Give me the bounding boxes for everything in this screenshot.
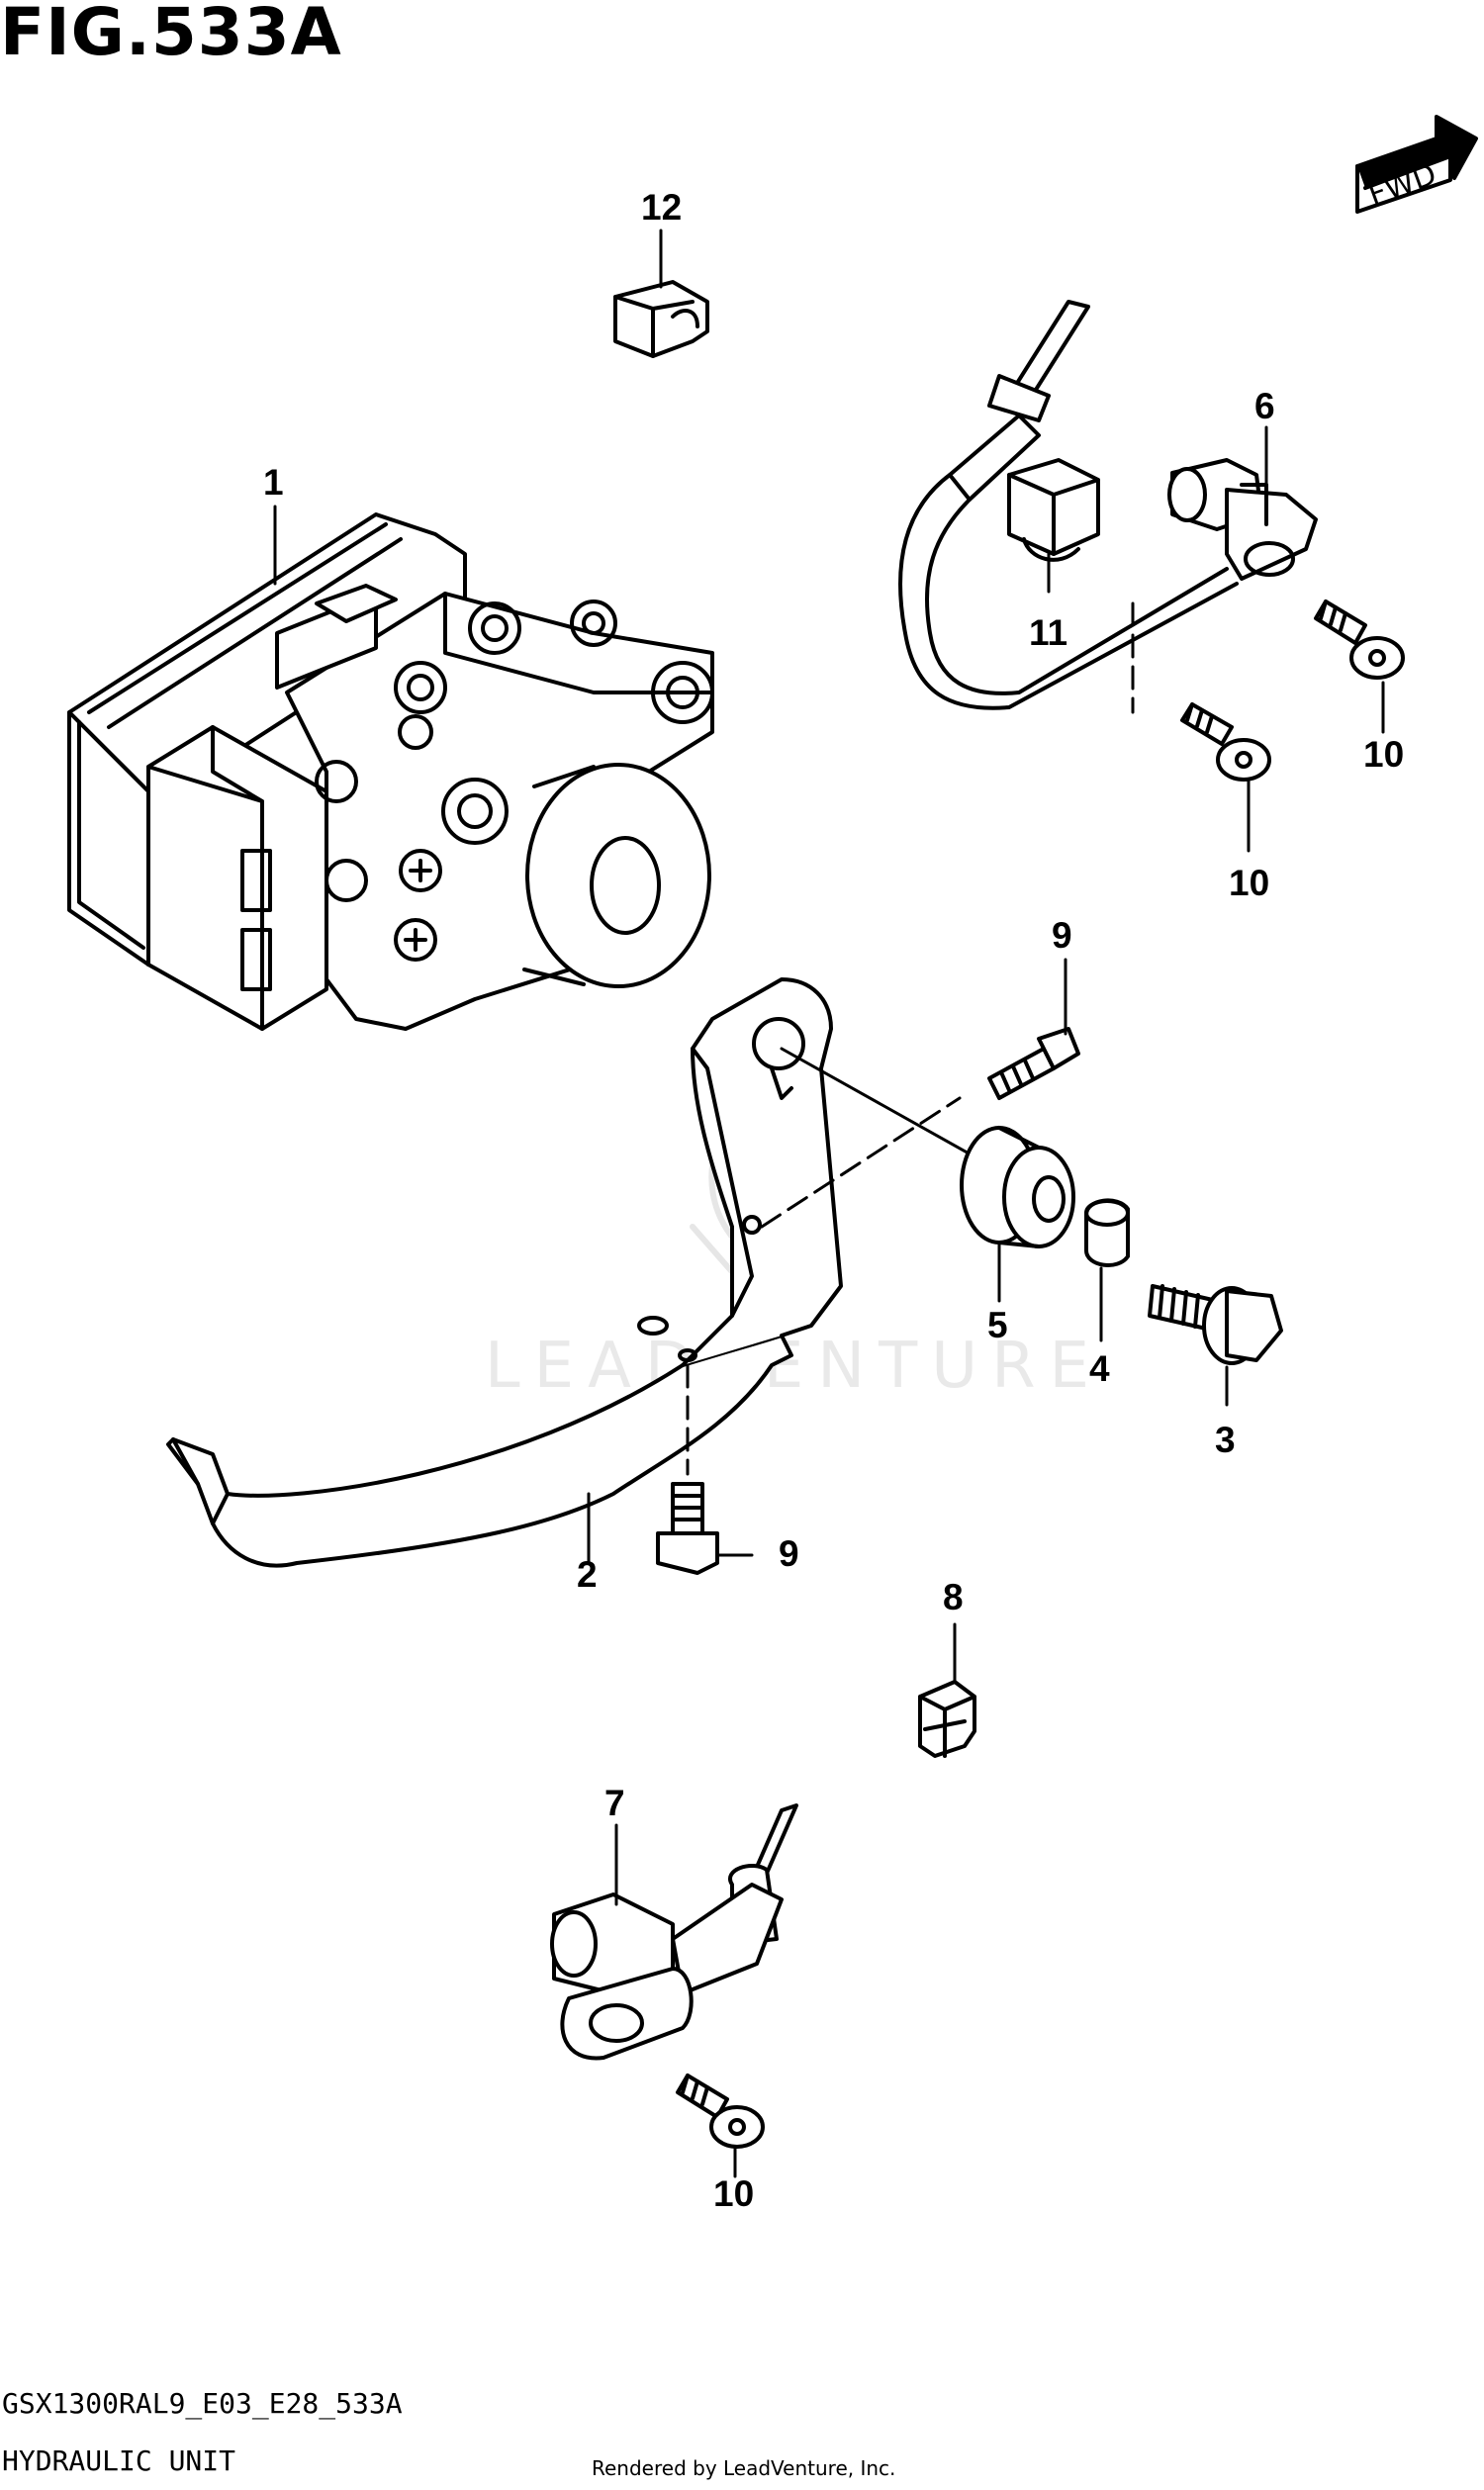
collar-part-4[interactable] [1084,1198,1130,1267]
callout-10-a: 10 [1363,734,1404,775]
callout-3: 3 [1215,1420,1236,1460]
leader-lines [273,229,1385,2178]
rear-speed-sensor-part-7[interactable] [550,1803,798,2061]
bolt-part-10-upper-right[interactable] [1314,599,1405,680]
grommet-part-5[interactable] [960,1126,1075,1248]
figure-title: FIG.533A [0,0,342,70]
alignment-line-bolt [760,1096,962,1229]
section-name: HYDRAULIC UNIT [2,2444,236,2477]
callout-9-b: 9 [779,1533,799,1574]
bolt-part-9-lower[interactable] [656,1482,719,1575]
model-code: GSX1300RAL9_E03_E28_533A [2,2387,403,2420]
callout-10-c: 10 [713,2173,754,2214]
bracket-part-2[interactable] [166,977,843,1568]
speed-sensor-part-6[interactable] [898,300,1318,710]
bolt-part-9-upper[interactable] [987,1027,1080,1100]
callout-10-b: 10 [1229,863,1269,903]
clip-part-8[interactable] [918,1680,976,1758]
bolt-part-10-upper-left[interactable] [1180,702,1271,782]
callout-11: 11 [1029,612,1067,653]
callout-5: 5 [987,1305,1008,1345]
callout-1: 1 [263,462,284,503]
hydraulic-unit-part[interactable] [67,512,714,1031]
callout-12: 12 [641,187,682,228]
bolt-part-3[interactable] [1148,1284,1283,1365]
callout-9-a: 9 [1052,915,1072,956]
callout-2: 2 [577,1554,598,1595]
clamp-part-11[interactable] [1007,458,1100,562]
callout-4: 4 [1089,1348,1110,1389]
fwd-arrow-icon [1355,115,1478,214]
watermark-text: LEADVENTURE [485,1330,1103,1403]
callout-7: 7 [604,1783,625,1823]
bolt-part-10-lower[interactable] [676,2074,765,2149]
callout-8: 8 [943,1577,964,1617]
callout-6: 6 [1254,386,1275,426]
render-credit: Rendered by LeadVenture, Inc. [592,2456,896,2480]
clip-part-12[interactable] [613,280,709,358]
